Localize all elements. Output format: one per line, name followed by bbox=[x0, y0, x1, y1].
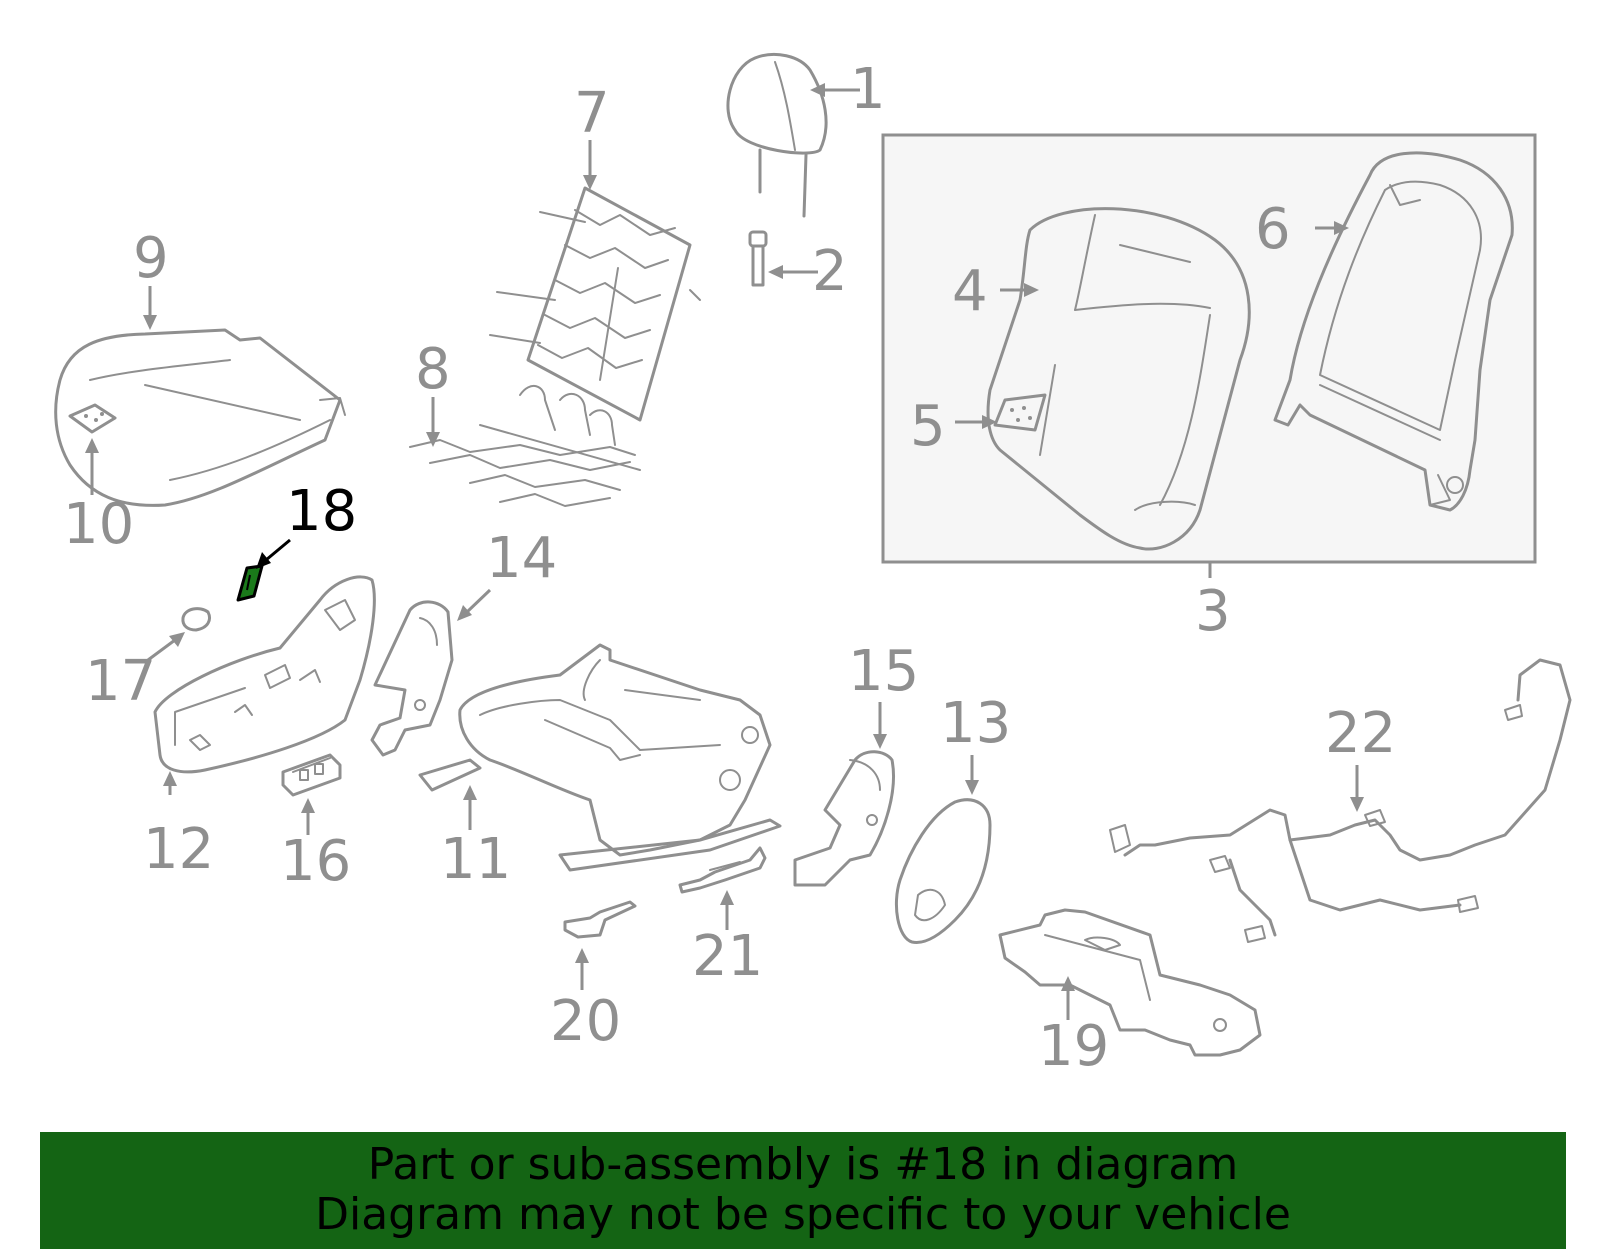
seat-switch-part-highlighted[interactable] bbox=[236, 564, 264, 602]
callout-4[interactable]: 4 bbox=[952, 259, 988, 324]
headrest-part[interactable] bbox=[726, 52, 828, 218]
info-banner: Part or sub-assembly is #18 in diagram D… bbox=[40, 1132, 1566, 1249]
seat-track-part[interactable] bbox=[418, 643, 782, 872]
back-spring-mat-part[interactable] bbox=[489, 186, 701, 422]
callout-9[interactable]: 9 bbox=[133, 226, 169, 291]
cushion-spring-part[interactable] bbox=[409, 385, 641, 507]
callout-5[interactable]: 5 bbox=[910, 394, 946, 459]
bracket-part-15[interactable] bbox=[793, 750, 895, 887]
callout-14[interactable]: 14 bbox=[486, 526, 557, 591]
callout-18[interactable]: 18 bbox=[286, 479, 357, 544]
callout-12[interactable]: 12 bbox=[143, 817, 214, 882]
bracket-part-20[interactable] bbox=[563, 900, 637, 939]
wiring-harness-part[interactable] bbox=[1109, 658, 1572, 943]
leader-arrows bbox=[85, 83, 1364, 1020]
callout-19[interactable]: 19 bbox=[1038, 1014, 1109, 1079]
knob-part[interactable] bbox=[181, 607, 211, 632]
seat-cushion-heater-pad[interactable] bbox=[68, 403, 117, 434]
callout-13[interactable]: 13 bbox=[940, 691, 1011, 756]
side-cover-part-13[interactable] bbox=[894, 798, 992, 945]
callout-21[interactable]: 21 bbox=[692, 924, 763, 989]
switch-housing-part[interactable] bbox=[281, 753, 342, 797]
callout-7[interactable]: 7 bbox=[574, 81, 610, 146]
callout-16[interactable]: 16 bbox=[280, 829, 351, 894]
side-shield-part[interactable] bbox=[153, 575, 376, 774]
seat-back-cover-part[interactable] bbox=[986, 207, 1251, 551]
seat-cushion-part[interactable] bbox=[54, 328, 346, 507]
seat-back-heater-pad[interactable] bbox=[993, 393, 1047, 432]
callout-17[interactable]: 17 bbox=[85, 649, 156, 714]
seat-back-frame-part[interactable] bbox=[1273, 151, 1514, 512]
subassembly-box bbox=[881, 133, 1537, 564]
callout-20[interactable]: 20 bbox=[550, 989, 621, 1054]
callout-8[interactable]: 8 bbox=[415, 337, 451, 402]
callout-3[interactable]: 3 bbox=[1195, 579, 1231, 644]
callout-15[interactable]: 15 bbox=[848, 639, 919, 704]
bracket-part-21[interactable] bbox=[678, 846, 767, 894]
callout-11[interactable]: 11 bbox=[440, 827, 511, 892]
callout-10[interactable]: 10 bbox=[63, 492, 134, 557]
callout-labels: 1 2 3 4 5 6 7 8 9 10 11 12 13 14 15 16 1… bbox=[63, 57, 1396, 1079]
bracket-part-14[interactable] bbox=[370, 600, 454, 757]
banner-line-2: Diagram may not be specific to your vehi… bbox=[315, 1189, 1291, 1240]
callout-1[interactable]: 1 bbox=[850, 57, 886, 122]
headrest-guide-part[interactable] bbox=[748, 230, 768, 287]
callout-6[interactable]: 6 bbox=[1255, 197, 1291, 262]
callout-2[interactable]: 2 bbox=[812, 239, 848, 304]
callout-22[interactable]: 22 bbox=[1325, 701, 1396, 766]
banner-line-1: Part or sub-assembly is #18 in diagram bbox=[367, 1139, 1239, 1190]
